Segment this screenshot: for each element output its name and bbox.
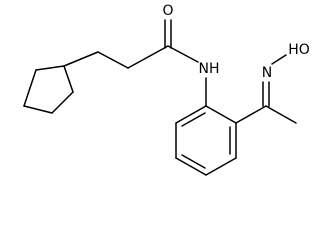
chain-bond [63,51,99,67]
ring-bond [35,65,65,71]
ring-bond [51,91,74,114]
oxime-group [235,54,297,124]
benzene-ring [175,105,237,176]
ring-bond [205,105,237,124]
ring-bond [175,157,207,176]
chain-bond [127,45,169,69]
methyl-bond [265,105,297,124]
aromatic-inner-bond [181,112,206,127]
ring-bond [23,105,53,114]
carbonyl-oxygen-label: O [162,3,173,19]
propanoyl-chain [63,19,199,69]
ring-bond [23,69,37,107]
n-o-bond [271,54,287,65]
ring-bond [205,157,237,176]
chemical-structure: O NH N HO [23,3,310,176]
cyclopentane-ring [23,65,74,114]
ring-bond [175,105,207,124]
hydroxyl-label: HO [288,42,310,58]
chain-bond [97,51,129,69]
ring-bond [63,65,74,93]
amide-nh-label: NH [199,61,220,77]
aromatic-inner-bond [181,154,206,169]
aryl-c-bond [235,105,267,124]
amide-c-n-bond [167,45,199,63]
oxime-nitrogen-label: N [262,65,272,81]
